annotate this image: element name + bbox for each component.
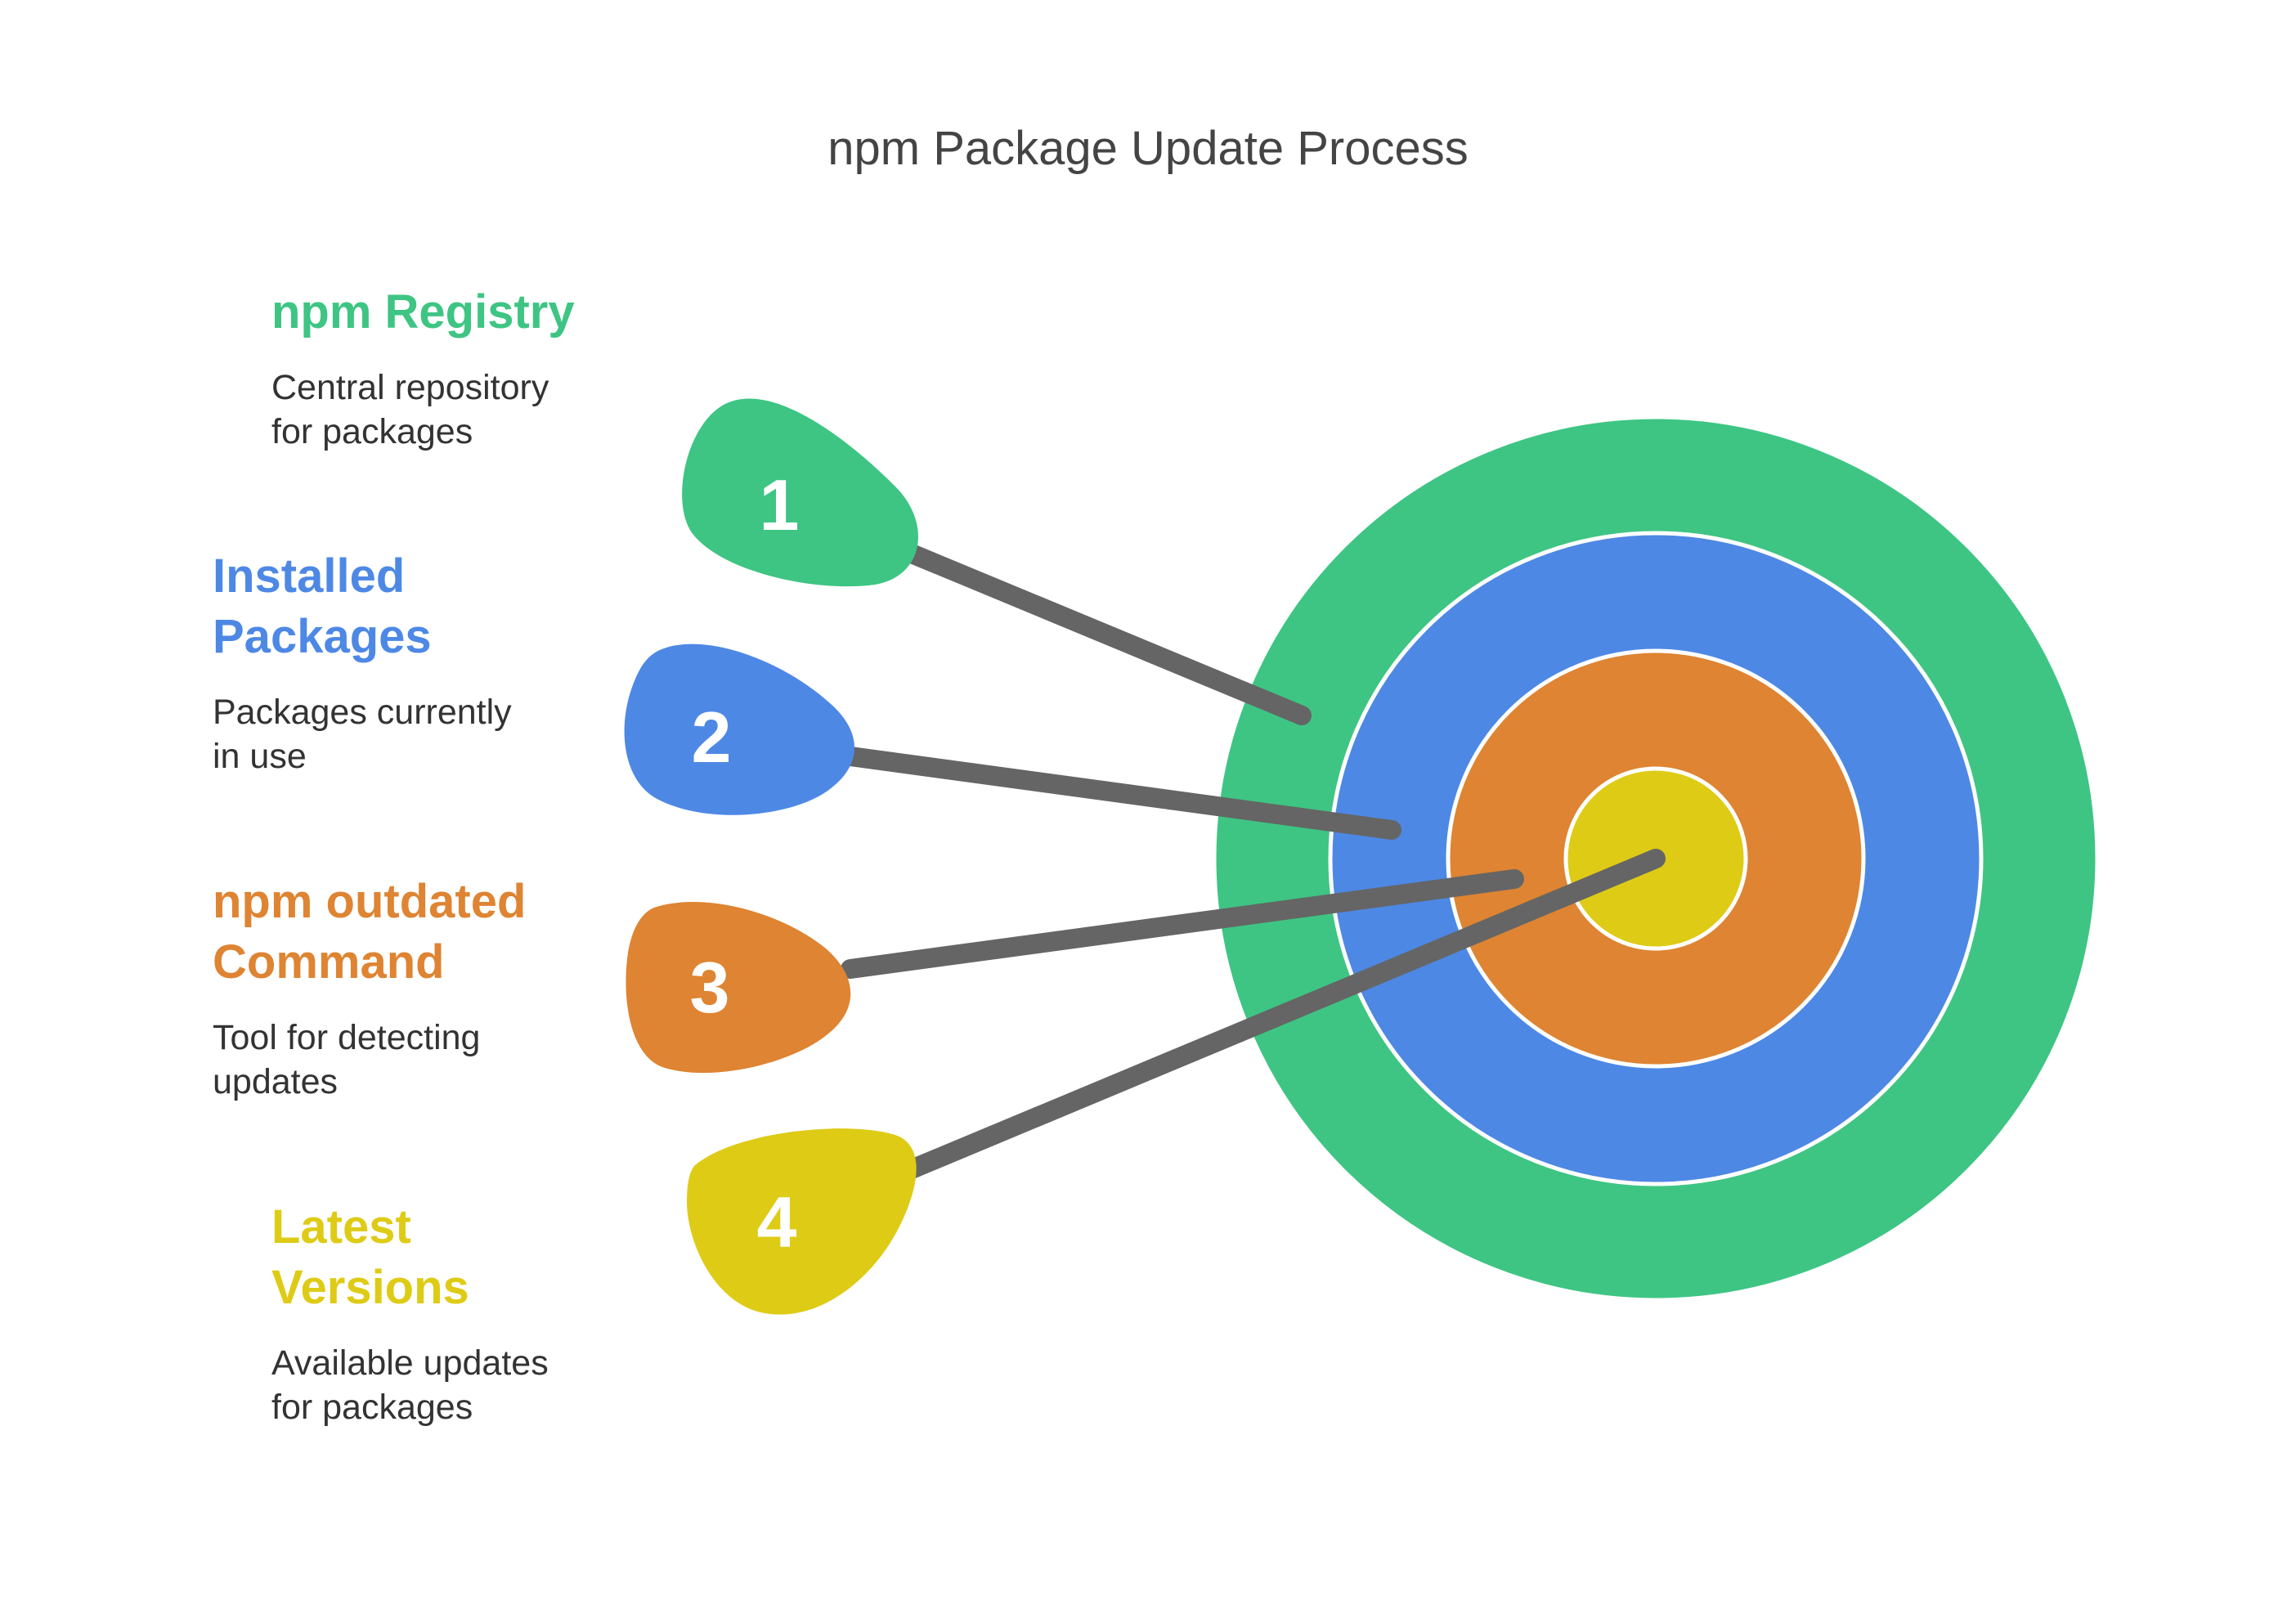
page-title: npm Package Update Process <box>827 122 1469 175</box>
dart-4: 4 <box>687 1128 917 1315</box>
dart-shaft-2 <box>841 747 1401 840</box>
dart-1: 1 <box>682 398 918 587</box>
step-1-description: Central repository for packages <box>271 368 549 451</box>
dart-number-2: 2 <box>692 697 732 778</box>
step-4-label: Latest Versions Available updates for pa… <box>271 1197 729 1429</box>
dart-3: 3 <box>626 902 851 1074</box>
step-3-label: npm outdated Command Tool for detecting … <box>213 872 670 1104</box>
step-4-description: Available updates for packages <box>271 1343 549 1427</box>
dart-number-3: 3 <box>690 947 730 1028</box>
dart-flight-2 <box>624 644 854 815</box>
step-1-label: npm Registry Central repository for pack… <box>271 282 729 454</box>
dart-flight-1 <box>682 398 918 587</box>
step-3-title: npm outdated Command <box>213 875 527 989</box>
dart-shaft-4 <box>898 849 1666 1181</box>
step-2-label: Installed Packages Packages currently in… <box>213 546 670 778</box>
dart-flight-3 <box>626 902 851 1074</box>
step-4-title: Latest Versions <box>271 1200 469 1314</box>
dart-number-4: 4 <box>757 1182 797 1262</box>
step-3-description: Tool for detecting updates <box>213 1018 481 1101</box>
dart-shaft-3 <box>841 869 1524 979</box>
dart-shaft-1 <box>898 542 1312 725</box>
step-2-title: Installed Packages <box>213 549 432 663</box>
dart-flight-4 <box>687 1128 917 1315</box>
dart-number-1: 1 <box>760 464 800 545</box>
step-1-title: npm Registry <box>271 285 575 339</box>
step-2-description: Packages currently in use <box>213 693 512 776</box>
dart-2: 2 <box>624 644 854 815</box>
